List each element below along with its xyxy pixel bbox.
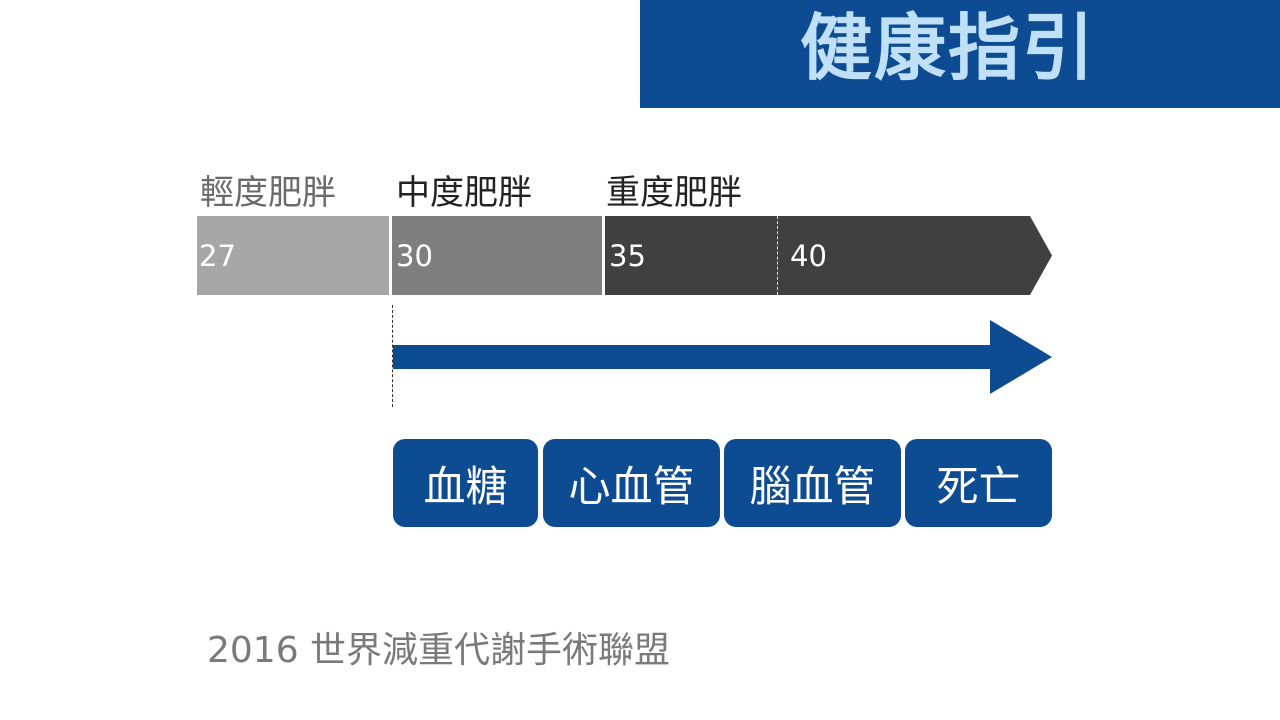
bmi-segment-severe bbox=[605, 216, 1030, 295]
disease-box-cerebrovascular: 腦血管 bbox=[724, 439, 901, 527]
bmi-tick-35: 35 bbox=[609, 239, 646, 273]
title-bar: 健康指引 bbox=[640, 0, 1280, 108]
category-label-severe: 重度肥胖 bbox=[606, 173, 742, 213]
bmi-tick-30: 30 bbox=[396, 239, 433, 273]
risk-arrow-shaft bbox=[393, 345, 993, 369]
source-citation: 2016 世界減重代謝手術聯盟 bbox=[207, 630, 671, 671]
disease-box-cardiovascular: 心血管 bbox=[543, 439, 720, 527]
bmi-segment-light bbox=[197, 216, 389, 295]
bmi-scale-arrow-tip bbox=[1030, 216, 1052, 295]
risk-arrow-head-icon bbox=[990, 320, 1052, 394]
category-label-moderate: 中度肥胖 bbox=[396, 173, 532, 213]
disease-box-death: 死亡 bbox=[905, 439, 1052, 527]
bmi-tick-27: 27 bbox=[199, 239, 236, 273]
disease-box-blood-sugar: 血糖 bbox=[393, 439, 538, 527]
bmi-tick-40: 40 bbox=[790, 239, 827, 273]
bmi-segment-moderate bbox=[392, 216, 602, 295]
category-label-light: 輕度肥胖 bbox=[200, 173, 336, 213]
bmi-40-divider bbox=[777, 216, 778, 295]
bmi-30-guide-line bbox=[392, 305, 393, 407]
slide-title: 健康指引 bbox=[800, 6, 1097, 90]
